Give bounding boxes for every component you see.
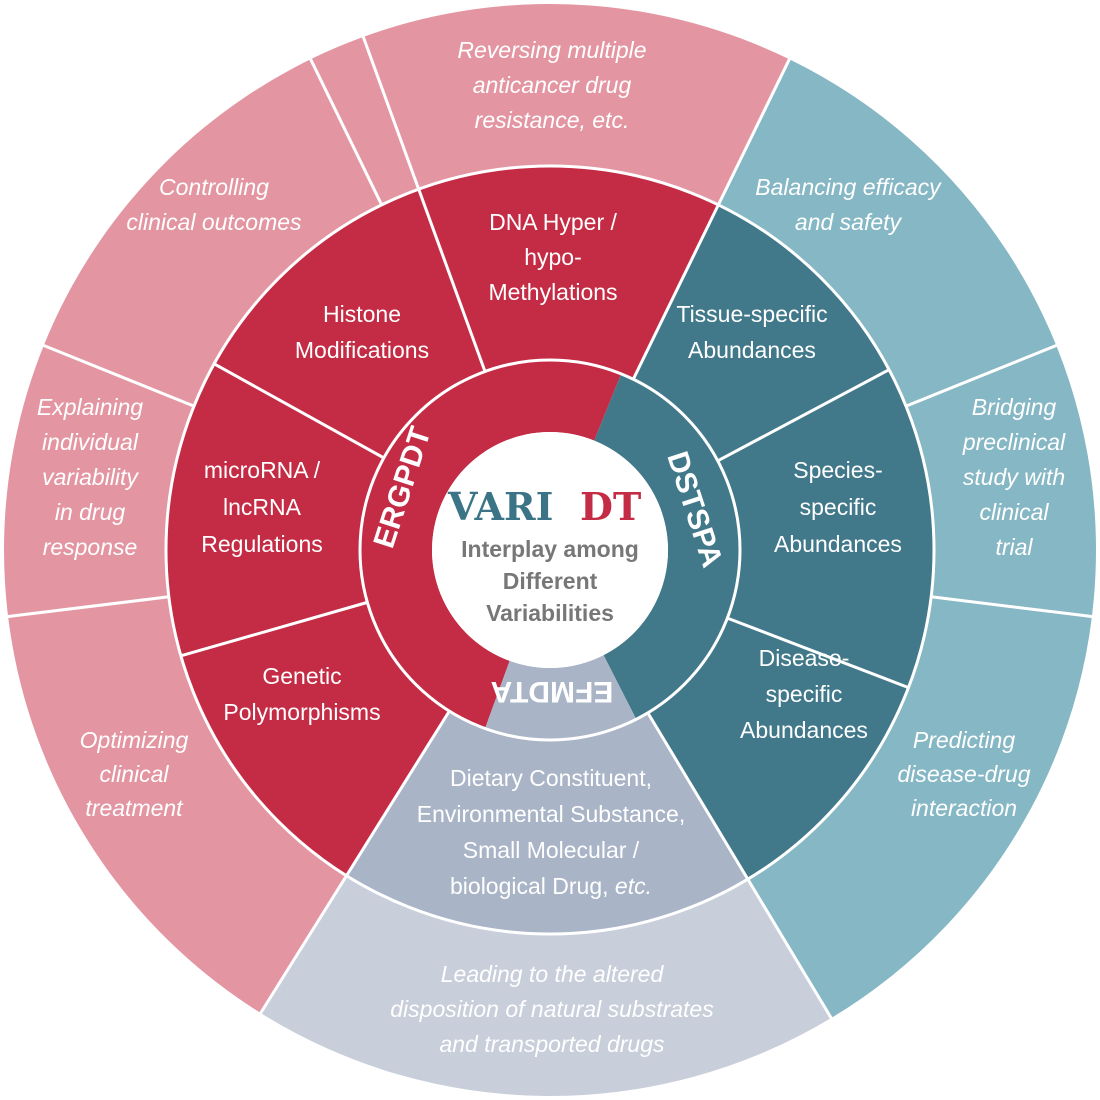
controlling-line-2: clinical outcomes [126, 209, 302, 235]
inner-ring-grey [485, 655, 637, 741]
histone-line-1: Histone [323, 301, 401, 327]
middle-divider-line [345, 710, 451, 877]
species-line-1: Species- [793, 457, 882, 483]
center-title: Interplay among Different Variabilities [461, 536, 639, 626]
middle-divider-line [213, 362, 385, 460]
optimizing-line-3: treatment [85, 795, 184, 821]
reversing-line-2: anticancer drug [473, 72, 632, 98]
species-line-3: Abundances [774, 531, 902, 557]
leading-line-3: and transported drugs [439, 1031, 665, 1057]
dietary-line-3: Small Molecular / [463, 837, 640, 863]
center-text-line-1: Interplay among [461, 536, 639, 562]
genetic-line-2: Polymorphisms [223, 699, 380, 725]
center-text-line-2: Different [503, 568, 598, 594]
inner-ring-teal [594, 373, 741, 720]
dietary-line-4-main: biological Drug, [450, 873, 615, 899]
outer-ring-red [4, 3, 790, 1014]
balancing-line-2: and safety [795, 209, 903, 235]
ring-label-efmdta: EFMDTA [491, 675, 614, 708]
dietary-line-1: Dietary Constituent, [450, 765, 652, 791]
middle-ring-boundary [164, 164, 936, 936]
histone-line-2: Modifications [295, 337, 429, 363]
controlling-line-1: Controlling [159, 174, 269, 200]
center-text-line-3: Variabilities [486, 600, 614, 626]
explaining-line-2: individual [42, 429, 139, 455]
bridging-line-4: clinical [979, 499, 1049, 525]
middle-divider-line [180, 600, 368, 658]
disease-line-3: Abundances [740, 717, 868, 743]
center-disc [432, 432, 668, 668]
inner-ring-boundary [358, 358, 742, 742]
reversing-line-3: resistance, etc. [475, 107, 630, 133]
outer-divider-line [905, 342, 1061, 408]
bridging-line-5: trial [995, 534, 1033, 560]
outer-divider-line [3, 595, 170, 619]
tissue-line-1: Tissue-specific [676, 301, 827, 327]
outer-divider-line [39, 342, 195, 408]
microrna-line-2: lncRNA [223, 494, 302, 520]
microrna-line-3: Regulations [201, 531, 322, 557]
predicting-line-3: interaction [911, 795, 1017, 821]
dna-methylation-line-3: Methylations [488, 279, 617, 305]
explaining-line-1: Explaining [37, 394, 143, 420]
leading-line-2: disposition of natural substrates [390, 996, 714, 1022]
wheel-sectors [4, 3, 1096, 1096]
outer-ring-grey [260, 875, 832, 1096]
explaining-line-4: in drug [55, 499, 126, 525]
bridging-line-1: Bridging [972, 394, 1057, 420]
dna-methylation-line-1: DNA Hyper / [489, 209, 617, 235]
middle-divider-line [646, 712, 750, 880]
genetic-line-1: Genetic [262, 663, 341, 689]
varidt-logo: VARI DT [447, 484, 641, 529]
tissue-line-2: Abundances [688, 337, 816, 363]
disease-line-1: Disease- [759, 645, 850, 671]
middle-divider-line [631, 204, 720, 380]
inner-ring-red [360, 360, 622, 729]
logo-text-vari: VARI [447, 484, 553, 529]
leading-line-1: Leading to the altered [441, 961, 665, 987]
optimizing-line-2: clinical [99, 761, 169, 787]
species-line-2: specific [800, 494, 877, 520]
balancing-line-1: Balancing efficacy [755, 174, 942, 200]
dietary-line-2: Environmental Substance, [417, 801, 686, 827]
middle-ring-teal [633, 204, 934, 880]
wheel-dividers [3, 32, 1097, 1023]
disease-line-2: specific [766, 681, 843, 707]
microrna-line-1: microRNA / [204, 457, 321, 483]
explaining-line-5: response [43, 534, 138, 560]
bridging-line-3: study with [963, 464, 1065, 490]
middle-ring-grey [346, 711, 748, 934]
middle-ring-red [166, 165, 719, 876]
outer-divider-line [746, 878, 835, 1023]
optimizing-line-1: Optimizing [80, 727, 189, 753]
outer-divider-line [716, 55, 793, 206]
explaining-line-3: variability [42, 464, 139, 490]
outer-divider-line [307, 55, 384, 206]
outer-divider-line [257, 874, 348, 1018]
middle-divider-line [417, 188, 487, 372]
dna-methylation-line-2: hypo- [524, 244, 582, 270]
middle-divider-line [717, 368, 890, 463]
outer-divider-line [930, 595, 1097, 619]
outer-ring-teal [718, 59, 1096, 1019]
dietary-line-4: biological Drug, etc. [450, 873, 652, 899]
dietary-line-4-etc: etc. [615, 873, 652, 899]
predicting-line-2: disease-drug [898, 761, 1031, 787]
predicting-line-1: Predicting [913, 727, 1015, 753]
bridging-line-2: preclinical [962, 429, 1066, 455]
middle-divider-line [726, 616, 910, 690]
outer-divider-line [360, 32, 421, 190]
logo-text-dt: DT [580, 484, 641, 529]
reversing-line-1: Reversing multiple [457, 37, 646, 63]
